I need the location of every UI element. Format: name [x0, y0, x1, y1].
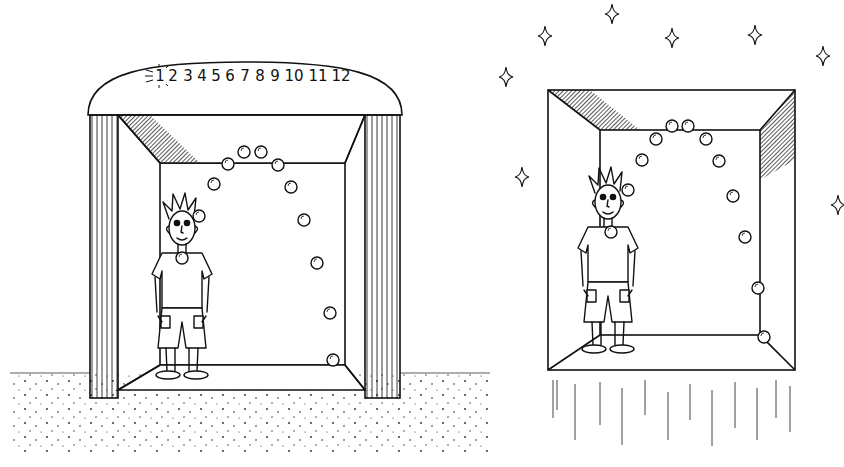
- floor-number: 9: [270, 69, 280, 84]
- floor-number: 3: [183, 69, 193, 84]
- floor-number: 2: [168, 69, 178, 84]
- observer: [152, 193, 212, 379]
- observer: [578, 167, 638, 353]
- floor-number: 4: [197, 69, 207, 84]
- floor-number: 5: [211, 69, 221, 84]
- thrust-lines: [553, 380, 790, 446]
- lit-indicator-rays: [145, 64, 168, 88]
- floor-number: 6: [225, 69, 235, 84]
- ball-trajectory: [605, 120, 770, 343]
- floor-number: 12: [331, 69, 350, 84]
- ball-trajectory: [176, 146, 339, 366]
- floor-number: 7: [240, 69, 250, 84]
- floor-number: 1: [155, 69, 165, 84]
- elevator-box: [88, 62, 402, 398]
- floor-number: 8: [255, 69, 265, 84]
- floor-number: 11: [308, 69, 327, 84]
- floor-number: 10: [284, 69, 303, 84]
- rocket-box: [548, 90, 795, 370]
